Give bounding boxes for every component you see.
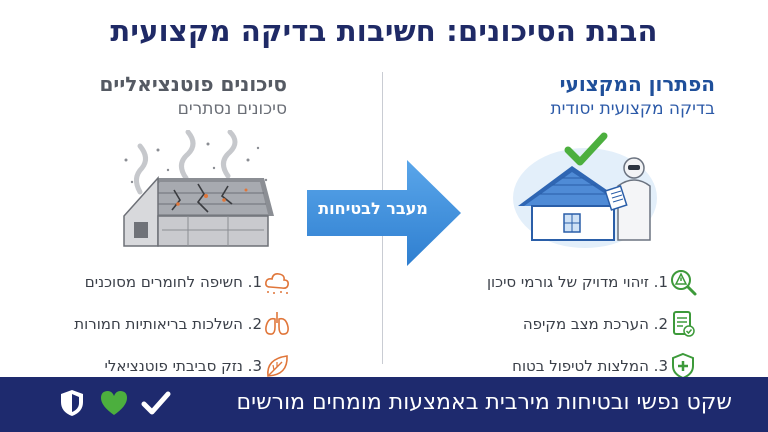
risks-subheading: סיכונים נסתרים: [177, 99, 287, 119]
arrow-label: מעבר לבטיחות: [318, 199, 428, 218]
solution-item-2: 2. הערכת מצב מקיפה: [522, 315, 668, 333]
checklist-document-icon: [673, 311, 695, 337]
shield-icon: [61, 390, 83, 416]
list-item: 1. חשיפה לחומרים מסוכנים: [62, 261, 292, 303]
list-item: 3. נזק סביבתי פוטנציאלי: [62, 345, 292, 387]
damaged-roof-dust-illustration: [123, 130, 274, 247]
footer-icons: [56, 387, 172, 419]
list-item: 2. הערכת מצב מקיפה: [475, 303, 698, 345]
risk-item-1: 1. חשיפה לחומרים מסוכנים: [84, 273, 262, 291]
solution-list: 1. זיהוי מדויק של גורמי סיכון 2. הערכת מ…: [475, 261, 698, 387]
page-title: הבנת הסיכונים: חשיבות בדיקה מקצועית: [110, 14, 658, 48]
lungs-icon: [265, 312, 289, 335]
solution-subheading: בדיקה מקצועית יסודית: [550, 99, 715, 119]
checkmark-icon: [141, 391, 171, 415]
heart-icon: [101, 391, 127, 415]
solution-heading: הפתרון המקצועי: [559, 72, 715, 96]
list-item: 1. זיהוי מדויק של גורמי סיכון: [475, 261, 698, 303]
risks-heading: סיכונים פוטנציאליים: [99, 72, 288, 96]
arrow-right-icon: [307, 160, 461, 266]
inspector-roof-checkmark-illustration: [513, 132, 657, 248]
solution-item-3: 3. המלצות לטיפול בטוח: [512, 357, 668, 375]
footer-text: שקט נפשי ובטיחות מירבית באמצעות מומחים מ…: [236, 390, 732, 415]
dust-cloud-icon: [265, 273, 289, 294]
leaf-icon: [267, 355, 288, 377]
list-item: 2. השלכות בריאותיות חמורות: [62, 303, 292, 345]
risks-list: 1. חשיפה לחומרים מסוכנים 2. השלכות בריאו…: [62, 261, 292, 387]
risk-item-3: 3. נזק סביבתי פוטנציאלי: [104, 357, 262, 375]
hazard-magnifier-icon: [671, 270, 697, 296]
risk-item-2: 2. השלכות בריאותיות חמורות: [74, 315, 262, 333]
transition-arrow: מעבר לבטיחות: [305, 158, 463, 268]
footer-banner: שקט נפשי ובטיחות מירבית באמצעות מומחים מ…: [0, 377, 768, 432]
solution-item-1: 1. זיהוי מדויק של גורמי סיכון: [486, 273, 668, 291]
